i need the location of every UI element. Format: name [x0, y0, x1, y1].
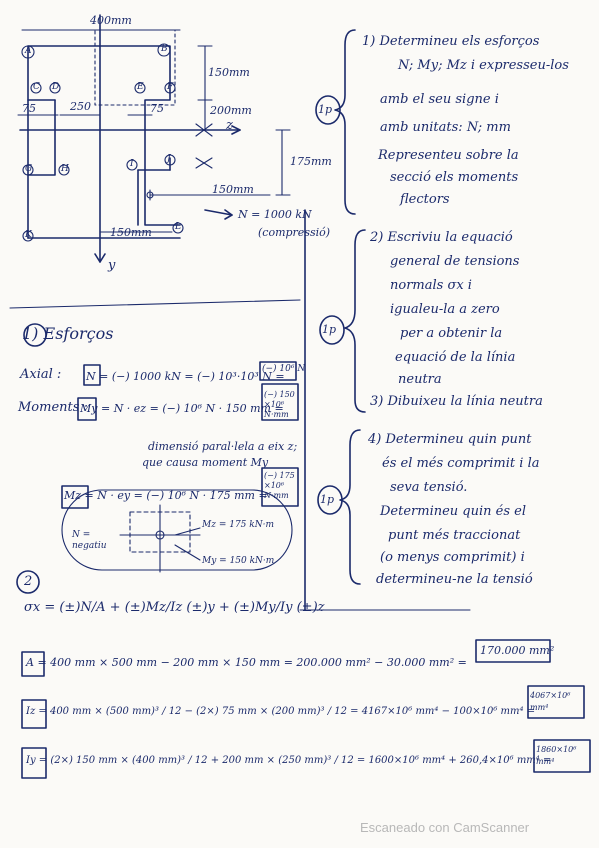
task2-line4: igualeu-la a zero — [390, 302, 500, 317]
dim-200: 200mm — [210, 104, 252, 117]
score-1: 1p — [318, 103, 333, 116]
dim-175: 175mm — [290, 155, 332, 168]
task4-line3: seva tensió. — [390, 480, 468, 495]
task2-line2: general de tensions — [390, 254, 520, 269]
dim-150: 150mm — [208, 66, 250, 79]
mz-result: (−) 175 ×10⁶ N·mm — [264, 471, 295, 500]
node-g: G — [25, 164, 33, 174]
task1-line7: flectors — [400, 192, 450, 207]
sketch-mz: Mz = 175 kN·m — [202, 520, 274, 530]
area-equation: A = 400 mm × 500 mm − 200 mm × 150 mm = … — [26, 656, 467, 669]
score-3: 1p — [320, 493, 335, 506]
task1-line3: amb el seu signe i — [380, 92, 499, 107]
dim-75b: 75 — [150, 102, 164, 115]
node-k: K — [25, 230, 32, 240]
task4-line1: 4) Determineu quin punt — [368, 432, 532, 447]
dim-75a: 75 — [22, 102, 36, 115]
node-i: I — [130, 159, 134, 169]
node-e: E — [137, 82, 144, 92]
node-b: B — [161, 44, 168, 54]
task2-line1: 2) Escriviu la equació — [370, 230, 513, 245]
task4-line7: determineu-ne la tensió — [376, 572, 533, 587]
task1-line1: 1) Determineu els esforços — [362, 34, 540, 49]
iz-equation: Iz = 400 mm × (500 mm)³ / 12 − (2×) 75 m… — [26, 706, 536, 717]
iz-result: 4067×10⁶ mm⁴ — [530, 691, 571, 712]
mz-expr: Mz = N · ey = (−) 10⁶ N · 175 mm = — [64, 489, 268, 502]
dim-250: 250 — [70, 100, 91, 113]
note-line1: dimensió paral·lela a eix z; — [148, 440, 298, 453]
axial-result: (−) 10⁶ N — [262, 364, 306, 374]
section1-title: 1) Esforços — [22, 324, 114, 343]
moments-label: Moments : — [18, 400, 88, 415]
sketch-my: My = 150 kN·m — [202, 556, 275, 566]
task1-line2: N; My; Mz i expresseu-los — [398, 58, 569, 73]
axial-expr: N = (−) 1000 kN = (−) 10³·10³ N = — [86, 370, 285, 383]
sketch-n: N = negatiu — [72, 530, 107, 551]
iy-result: 1860×10⁶ mm⁴ — [536, 745, 577, 766]
task1-line4: amb unitats: N; mm — [380, 120, 511, 135]
task3: 3) Dibuixeu la línia neutra — [370, 394, 543, 409]
task1-line6: secció els moments — [390, 170, 519, 185]
node-a: A — [25, 46, 32, 56]
dim-150c: 150mm — [110, 226, 152, 239]
task4-line5: punt més traccionat — [388, 528, 521, 543]
axis-y: y — [108, 258, 116, 273]
my-result: (−) 150 ×10⁶ N·mm — [264, 390, 295, 419]
task2-line5: per a obtenir la — [400, 326, 503, 341]
task4-line4: Determineu quin és el — [380, 504, 527, 519]
iy-equation: Iy = (2×) 150 mm × (400 mm)³ / 12 + 200 … — [26, 755, 552, 766]
task2-line6: equació de la línia — [395, 350, 516, 365]
task4-line2: és el més comprimit i la — [382, 456, 540, 471]
node-h: H — [61, 164, 69, 174]
axis-z: z — [226, 118, 233, 133]
dim-width: 400mm — [90, 14, 132, 27]
note-line2: que causa moment My — [142, 456, 269, 469]
task1-line5: Representeu sobre la — [378, 148, 519, 163]
section2-number: 2 — [24, 574, 33, 589]
node-c: C — [33, 82, 40, 92]
sigma-equation: σx = (±)N/A + (±)Mz/Iz (±)y + (±)My/Iy (… — [24, 600, 325, 615]
load-note: (compressió) — [258, 226, 331, 239]
task2-line7: neutra — [398, 372, 442, 387]
score-2: 1p — [322, 323, 337, 336]
area-result: 170.000 mm² — [480, 644, 555, 657]
task2-line3: normals σx i — [390, 278, 472, 293]
load-label: N = 1000 kN — [238, 208, 312, 221]
my-expr: My = N · ez = (−) 10⁶ N · 150 mm = — [80, 402, 284, 415]
dim-150b: 150mm — [212, 183, 254, 196]
axial-label: Axial : — [20, 367, 62, 382]
scanner-watermark: Escaneado con CamScanner — [360, 820, 530, 835]
task4-line6: (o menys comprimit) i — [380, 550, 525, 565]
node-l: L — [175, 222, 181, 232]
node-f: F — [167, 82, 174, 92]
node-d: D — [52, 82, 60, 92]
node-j: J — [167, 154, 171, 164]
